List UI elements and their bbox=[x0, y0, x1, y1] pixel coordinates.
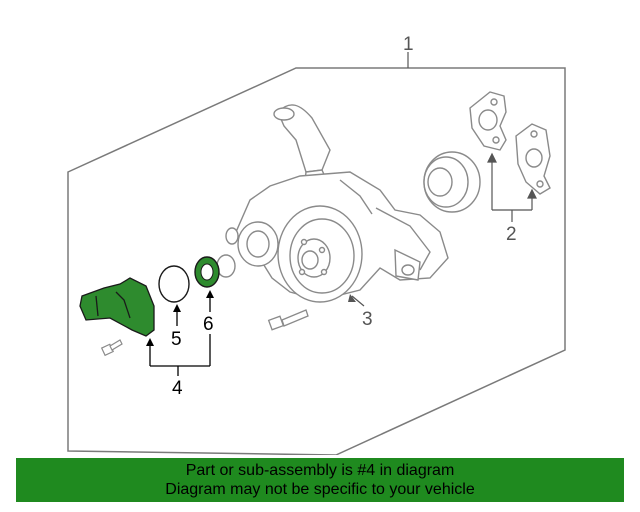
parts-diagram: 1 2 3 4 5 6 bbox=[67, 34, 566, 455]
callout-6: 6 bbox=[203, 314, 214, 335]
oring-part-5-drawing bbox=[158, 265, 190, 303]
leader-3 bbox=[351, 295, 365, 307]
callout-2: 2 bbox=[506, 224, 517, 245]
water-pump-drawing bbox=[225, 104, 449, 303]
pulley-drawing bbox=[423, 151, 481, 213]
callout-1: 1 bbox=[403, 34, 414, 55]
vehicle-notice-banner: Part or sub-assembly is #4 in diagram Di… bbox=[16, 458, 624, 502]
banner-line-1: Part or sub-assembly is #4 in diagram bbox=[185, 462, 455, 479]
gasket-drawing bbox=[469, 91, 551, 195]
banner-line-2: Diagram may not be specific to your vehi… bbox=[165, 481, 475, 498]
leader-4-5-6 bbox=[149, 296, 211, 376]
highlighted-housing-drawing bbox=[79, 277, 155, 337]
bolt-drawing bbox=[267, 309, 309, 331]
leader-2 bbox=[487, 152, 537, 222]
callout-4: 4 bbox=[172, 378, 183, 399]
callout-5: 5 bbox=[171, 329, 182, 350]
callout-3: 3 bbox=[362, 309, 373, 330]
small-bolt-drawing bbox=[100, 339, 123, 357]
